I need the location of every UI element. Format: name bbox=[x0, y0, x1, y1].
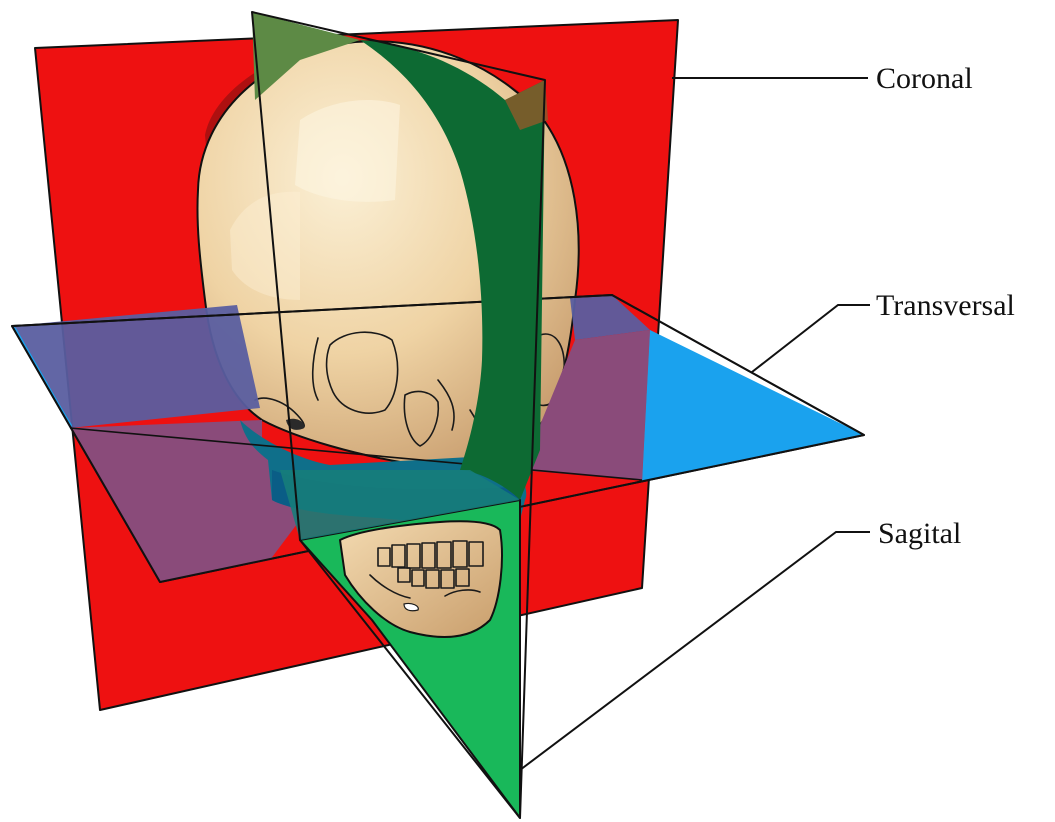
sagital-label: Sagital bbox=[878, 517, 961, 550]
transversal-label: Transversal bbox=[876, 289, 1015, 322]
coronal-label: Coronal bbox=[876, 62, 973, 95]
plane-labels: Coronal Transversal Sagital bbox=[876, 62, 1015, 550]
transversal-leader bbox=[752, 305, 870, 372]
